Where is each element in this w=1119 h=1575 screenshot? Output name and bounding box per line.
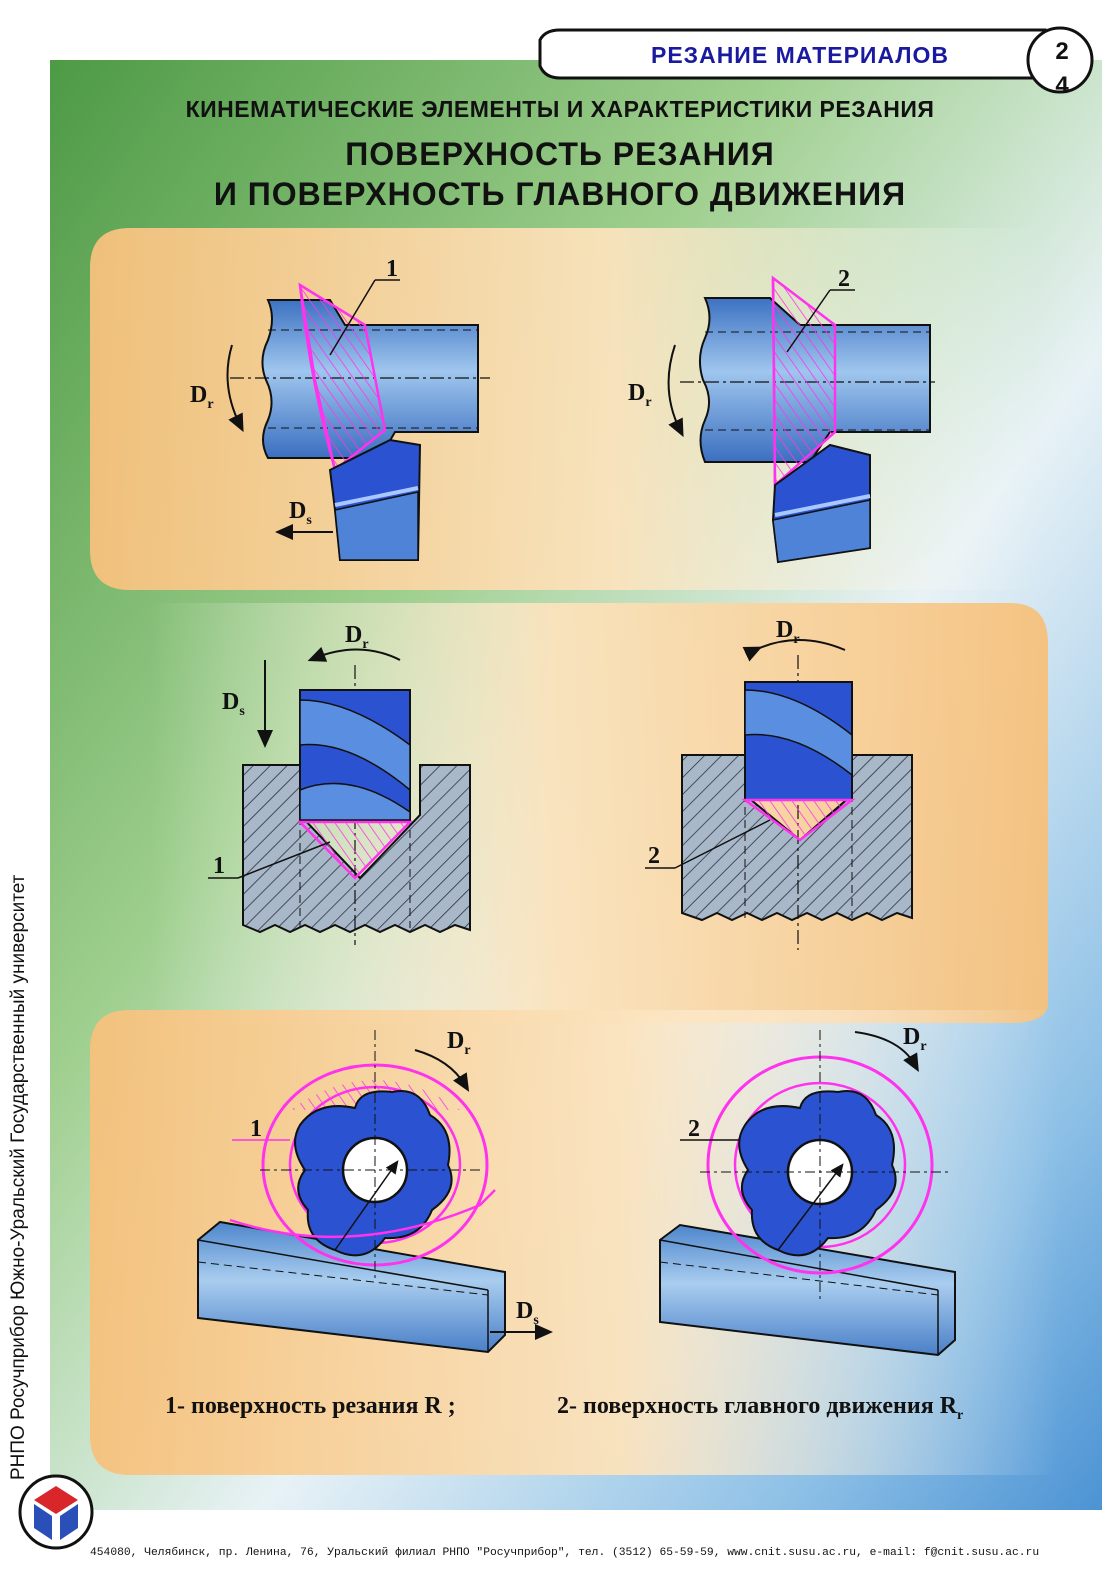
- drilling-diagram-left: [208, 646, 471, 945]
- side-organization-text: РНПО Росучприбор Южно-Уральский Государс…: [8, 874, 29, 1480]
- label-ds-turning-left: Ds: [289, 498, 312, 528]
- drilling-diagram-right: [645, 639, 913, 950]
- turning-diagram-right: [667, 275, 935, 564]
- label-1-milling: 1: [250, 1116, 262, 1142]
- label-2-milling: 2: [688, 1116, 700, 1142]
- legend-main-motion-surface: 2- поверхность главного движения Rr: [557, 1393, 964, 1423]
- sheet-number-top: 2: [1055, 38, 1069, 65]
- label-2-drilling: 2: [648, 843, 660, 869]
- label-dr-drilling-right: Dr: [776, 617, 800, 647]
- subject-title: РЕЗАНИЕ МАТЕРИАЛОВ: [651, 42, 949, 68]
- label-2-turning: 2: [838, 266, 850, 292]
- label-1-turning: 1: [386, 256, 398, 282]
- label-dr-turning-right: Dr: [628, 380, 652, 410]
- milling-diagram-left: [197, 1030, 553, 1354]
- title-line-2: ПОВЕРХНОСТЬ РЕЗАНИЯ: [345, 136, 775, 172]
- label-dr-drilling-left: Dr: [345, 622, 369, 652]
- sheet-number-bottom: 4: [1055, 72, 1069, 99]
- label-ds-drilling-left: Ds: [222, 689, 245, 719]
- rnpo-logo: [18, 1474, 94, 1550]
- label-dr-turning-left: Dr: [190, 382, 214, 412]
- sheet-number-circle: [1026, 26, 1094, 94]
- label-ds-milling-left: Ds: [516, 1298, 539, 1328]
- footer-contacts: 454080, Челябинск, пр. Ленина, 76, Ураль…: [90, 1547, 1040, 1559]
- label-dr-milling-right: Dr: [903, 1024, 927, 1054]
- title-line-3: И ПОВЕРХНОСТЬ ГЛАВНОГО ДВИЖЕНИЯ: [213, 176, 907, 212]
- legend-cutting-surface: 1- поверхность резания R ;: [165, 1393, 456, 1419]
- title-line-1: КИНЕМАТИЧЕСКИЕ ЭЛЕМЕНТЫ И ХАРАКТЕРИСТИКИ…: [185, 96, 935, 122]
- label-dr-milling-left: Dr: [447, 1028, 471, 1058]
- milling-diagram-right: [659, 1030, 956, 1357]
- label-1-drilling: 1: [213, 853, 225, 879]
- turning-diagram-left: [226, 279, 490, 561]
